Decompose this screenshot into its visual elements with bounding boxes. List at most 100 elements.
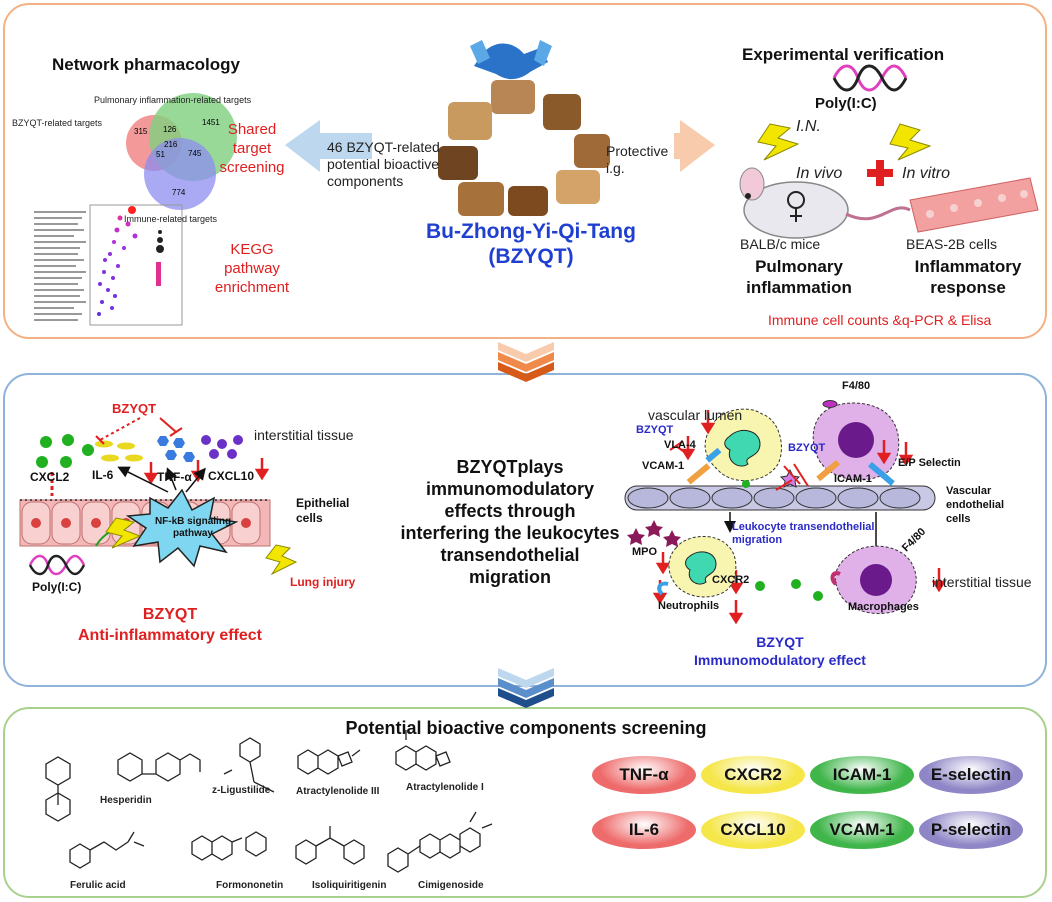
target-pill: CXCR2 <box>701 756 805 794</box>
tnf-hexagons <box>157 436 195 462</box>
cxcl10-label: CXCL10 <box>208 469 255 483</box>
neutrophils-label: Neutrophils <box>658 600 720 612</box>
venn-count: 1451 <box>202 118 220 127</box>
nfkb-pathway-label: NF-kB signaling pathway <box>154 516 232 539</box>
venn-count: 315 <box>134 127 148 136</box>
tnf-label: TNF-α <box>157 470 192 484</box>
plus-icon <box>867 160 893 186</box>
vcam1-label: VCAM-1 <box>642 460 685 472</box>
vascular-endothelial-label: Vascular endothelial cells <box>946 485 1005 525</box>
vascular-lumen-label: vascular lumen <box>648 407 743 423</box>
experimental-verification-title: Experimental verification <box>742 45 945 64</box>
venn-count: 126 <box>163 125 177 134</box>
cxcl-dots-right <box>755 579 823 601</box>
nfkb-burst <box>125 488 239 568</box>
bzyqt-blue-label: BZYQT <box>636 424 674 436</box>
lightning-bolt-icon <box>889 123 932 161</box>
target-pill: TNF-α <box>592 756 696 794</box>
right-arrow <box>674 120 715 172</box>
target-pill: ICAM-1 <box>810 756 914 794</box>
target-pill: E-selectin <box>919 756 1023 794</box>
target-pill: IL-6 <box>592 811 696 849</box>
icam1-label: ICAM-1 <box>834 473 872 485</box>
polyic-helix-icon <box>832 64 908 92</box>
pulmonary-inflammation-label: Pulmonary inflammation <box>746 257 852 297</box>
bioactive-components-count-label: 46 BZYQT-related potential bioactive com… <box>327 139 440 189</box>
immunomodulatory-subtitle: Immunomodulatory effect <box>694 652 866 668</box>
interstitial-tissue-label: interstitial tissue <box>254 427 354 443</box>
polyic-helix-left <box>28 554 86 576</box>
lightning-bolt-icon <box>265 544 298 576</box>
in-vivo-label: In vivo <box>796 165 843 182</box>
bioactive-components-panel <box>3 707 1047 898</box>
venn-count: 774 <box>172 188 186 197</box>
bioactive-screening-title: Potential bioactive components screening <box>345 718 707 738</box>
formula-title: Bu-Zhong-Yi-Qi-Tang (BZYQT) <box>426 220 636 268</box>
molecule-label: Hesperidin <box>100 795 152 806</box>
cxcl2-label: CXCL2 <box>30 470 70 484</box>
chevrons-orange <box>498 342 554 382</box>
epithelial-cells-label: Epithelial cells <box>296 496 350 525</box>
in-vitro-label: In vitro <box>902 165 951 182</box>
ep-selectin-label: E/P Selectin <box>898 457 961 469</box>
inflammatory-response-label: Inflammatory response <box>914 257 1022 297</box>
venn-label-left: BZYQT-related targets <box>12 118 103 128</box>
anti-inflammatory-subtitle: Anti-inflammatory effect <box>77 627 263 644</box>
selectin-receptor <box>867 461 895 486</box>
mouse-icon <box>739 167 911 239</box>
interstitial-tissue-label-right: interstitial tissue <box>932 574 1032 590</box>
venn-count: 51 <box>156 150 165 159</box>
polyic-label: Poly(I:C) <box>815 95 877 112</box>
endothelium-layer <box>624 485 936 511</box>
mpo-label: MPO <box>632 546 658 558</box>
neutrophil-top <box>704 408 782 488</box>
cxcr2-label: CXCR2 <box>712 574 750 586</box>
assays-label: Immune cell counts &q-PCR & Elisa <box>768 312 992 328</box>
bzyqt-label: BZYQT <box>112 401 157 416</box>
il6-label: IL-6 <box>92 468 114 482</box>
vla4-vcam1-receptor <box>686 447 722 485</box>
molecule-label: Atractylenolide I <box>406 782 484 793</box>
molecule-label: Atractylenolide III <box>296 786 380 797</box>
shared-target-screening-label: Shared target screening <box>219 121 285 176</box>
herbs-ring <box>438 80 610 216</box>
downregulation-arrows-right <box>652 410 947 625</box>
anti-inflammatory-title: BZYQT <box>142 606 198 623</box>
chevrons-blue <box>498 668 554 708</box>
molecule-label: Ferulic acid <box>70 880 126 891</box>
network-pharmacology-title: Network pharmacology <box>52 55 240 74</box>
venn-diagram <box>126 93 237 210</box>
kegg-bubble-plot <box>34 204 183 326</box>
cxcl10-dots <box>201 435 243 459</box>
mpo-stars <box>627 520 681 547</box>
mice-label: BALB/c mice <box>740 236 821 252</box>
molecule-label: z-Ligustilide <box>212 785 271 796</box>
network-pharmacology-panel <box>3 3 1047 339</box>
lung-injury-label: Lung injury <box>290 575 356 589</box>
star-icon <box>779 468 801 488</box>
leukocyte-migration-label: Leukocyte transendothelial migration <box>732 521 875 546</box>
macrophage-top <box>812 400 900 481</box>
lightning-bolt-icon <box>757 123 800 161</box>
macrophage-bottom <box>830 545 917 614</box>
f480-label: F4/80 <box>842 380 871 392</box>
target-pill: VCAM-1 <box>810 811 914 849</box>
icam1-receptor <box>816 459 841 482</box>
handshake-icon <box>470 40 552 80</box>
mechanism-summary: BZYQTplays immunomodulatory effects thro… <box>400 457 620 587</box>
venn-label-bottom: Immune-related targets <box>124 214 218 224</box>
bzyqt-blue-label: BZYQT <box>788 442 826 454</box>
left-arrow <box>285 120 372 172</box>
target-pill: P-selectin <box>919 811 1023 849</box>
molecule-label: Isoliquiritigenin <box>312 880 387 891</box>
molecule-label: Cimigenoside <box>418 880 484 891</box>
cxcl2-dots <box>36 434 94 468</box>
lightning-bolt-icon <box>105 517 142 549</box>
venn-count: 216 <box>164 140 178 149</box>
cells-strip <box>909 177 1039 233</box>
venn-count: 745 <box>188 149 202 158</box>
polyic-label-left: Poly(I:C) <box>32 580 82 594</box>
molecule-structures <box>45 730 493 873</box>
immunomodulatory-title: BZYQT <box>756 634 804 650</box>
